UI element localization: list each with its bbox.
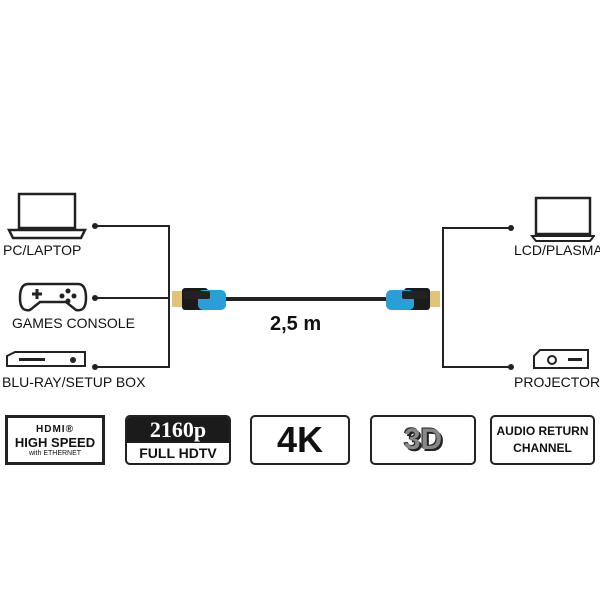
hdmi-badge: HDMI® HIGH SPEED with ETHERNET: [5, 415, 105, 465]
connector-line: [442, 227, 510, 229]
arc-line1: AUDIO RETURN: [496, 424, 589, 438]
hdmi-logo: HDMI®: [36, 423, 74, 435]
monitor-icon: [530, 196, 595, 242]
connector-line: [442, 366, 510, 368]
connector-dot: [92, 295, 98, 301]
target-label-lcd: LCD/PLASMA: [514, 242, 600, 258]
target-label-projector: PROJECTOR: [514, 374, 600, 390]
connector-dot: [508, 225, 514, 231]
hdmi-cable: [172, 288, 440, 310]
4k-text: 4K: [276, 419, 324, 460]
connector-line: [95, 366, 169, 368]
connector-dot: [92, 364, 98, 370]
arc-line2: CHANNEL: [513, 441, 572, 455]
hdmi-line2: with ETHERNET: [28, 449, 82, 457]
bluray-player-icon: [6, 351, 86, 367]
connector-dot: [508, 364, 514, 370]
cable-length: 2,5 m: [270, 313, 322, 335]
connector-line: [95, 225, 169, 227]
arc-badge: AUDIO RETURN CHANNEL: [490, 415, 595, 465]
laptop-icon: [6, 192, 88, 240]
connector-line: [168, 225, 170, 368]
3d-badge: 3D: [370, 415, 476, 465]
uhd-line1: 2160p: [127, 417, 229, 443]
connector-line: [442, 227, 444, 368]
projector-icon: [533, 349, 589, 369]
source-label-bluray: BLU-RAY/SETUP BOX: [2, 374, 146, 390]
hdmi-line1: HIGH SPEED: [14, 434, 96, 450]
3d-text: 3D: [403, 423, 443, 456]
4k-badge: 4K: [250, 415, 350, 465]
source-label-console: GAMES CONSOLE: [12, 315, 135, 331]
uhd-line2: FULL HDTV: [139, 445, 217, 461]
source-label-pc: PC/LAPTOP: [3, 242, 82, 258]
connector-line: [95, 297, 169, 299]
2160p-badge: 2160p FULL HDTV: [125, 415, 231, 465]
gamepad-icon: [18, 282, 88, 312]
connector-dot: [92, 223, 98, 229]
